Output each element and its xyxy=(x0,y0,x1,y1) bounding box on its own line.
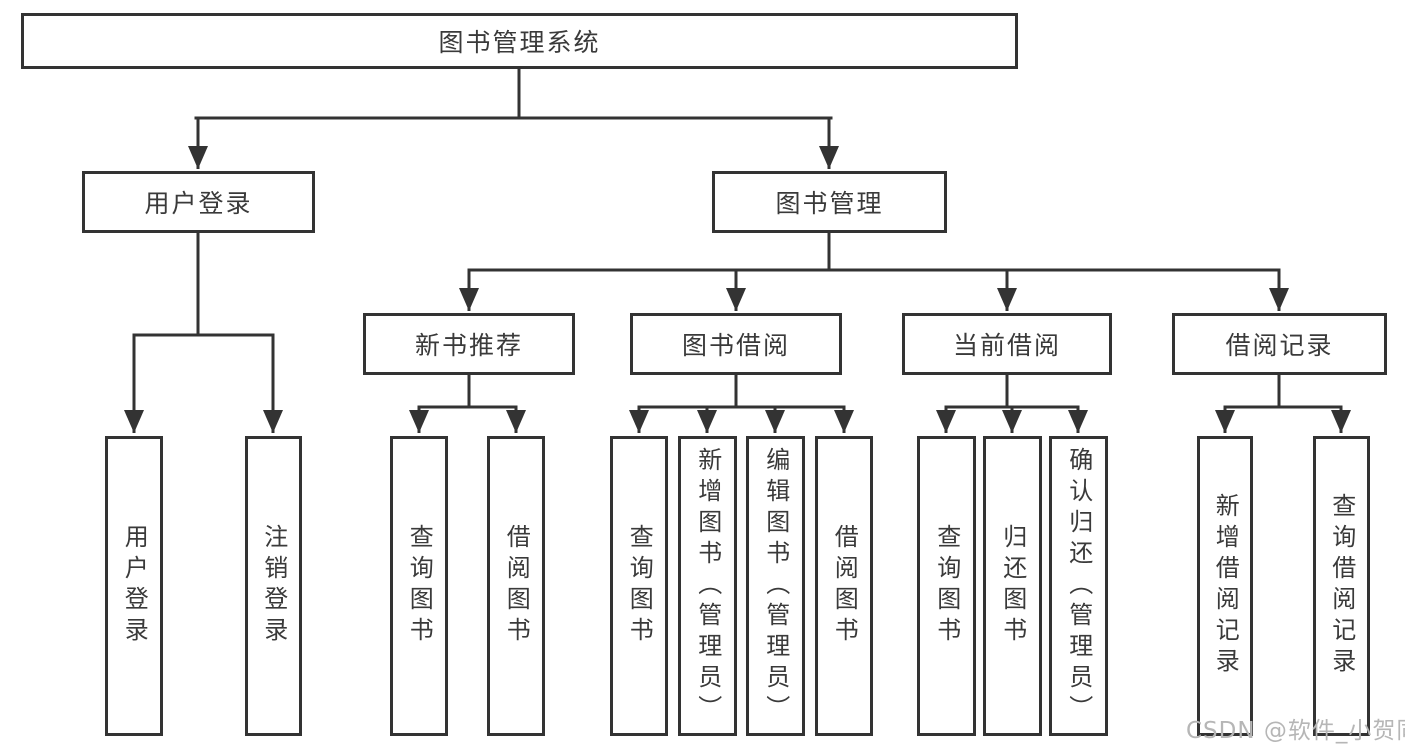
leaf-label: 确认归还（管理员） xyxy=(1064,446,1093,726)
leaf-label: 查询图书 xyxy=(625,524,654,648)
leaf-label: 用户登录 xyxy=(120,524,149,648)
leaf-label: 查询图书 xyxy=(932,524,961,648)
leaf-label: 查询图书 xyxy=(405,524,434,648)
node-label: 用户登录 xyxy=(144,189,253,218)
leaf-add-borrow-record: 新增借阅记录 xyxy=(1197,436,1253,736)
node-label: 当前借阅 xyxy=(952,331,1061,360)
leaf-borrow-books-borrowing: 借阅图书 xyxy=(815,436,873,736)
leaf-borrow-books-recommend: 借阅图书 xyxy=(487,436,545,736)
node-label: 借阅记录 xyxy=(1225,331,1334,360)
node-label: 图书借阅 xyxy=(681,331,790,360)
node-book-management: 图书管理 xyxy=(712,171,947,233)
node-label: 新书推荐 xyxy=(414,331,523,360)
leaf-user-login: 用户登录 xyxy=(105,436,163,736)
node-book-borrowing: 图书借阅 xyxy=(630,313,842,375)
leaf-label: 查询借阅记录 xyxy=(1327,493,1356,679)
leaf-label: 借阅图书 xyxy=(502,524,531,648)
leaf-logout: 注销登录 xyxy=(245,436,302,736)
csdn-watermark: CSDN @软件_小贺同学 xyxy=(1186,718,1405,744)
node-label: 图书管理系统 xyxy=(438,28,601,57)
leaf-label: 新增图书（管理员） xyxy=(693,446,722,726)
leaf-label: 借阅图书 xyxy=(830,524,859,648)
node-user-login: 用户登录 xyxy=(82,171,315,233)
leaf-label: 编辑图书（管理员） xyxy=(761,446,790,726)
leaf-add-books-admin: 新增图书（管理员） xyxy=(678,436,737,736)
node-current-borrowing: 当前借阅 xyxy=(902,313,1112,375)
leaf-query-books-recommend: 查询图书 xyxy=(390,436,448,736)
leaf-label: 归还图书 xyxy=(998,524,1027,648)
leaf-confirm-return-admin: 确认归还（管理员） xyxy=(1049,436,1108,736)
node-library-management-system: 图书管理系统 xyxy=(21,13,1018,69)
node-borrowing-records: 借阅记录 xyxy=(1172,313,1387,375)
leaf-query-books-current: 查询图书 xyxy=(917,436,976,736)
node-new-book-recommendation: 新书推荐 xyxy=(363,313,575,375)
leaf-query-borrow-record: 查询借阅记录 xyxy=(1313,436,1370,736)
leaf-query-books-borrowing: 查询图书 xyxy=(610,436,668,736)
leaf-label: 新增借阅记录 xyxy=(1211,493,1240,679)
leaf-return-books: 归还图书 xyxy=(983,436,1042,736)
node-label: 图书管理 xyxy=(775,189,884,218)
leaf-label: 注销登录 xyxy=(259,524,288,648)
leaf-edit-books-admin: 编辑图书（管理员） xyxy=(746,436,805,736)
